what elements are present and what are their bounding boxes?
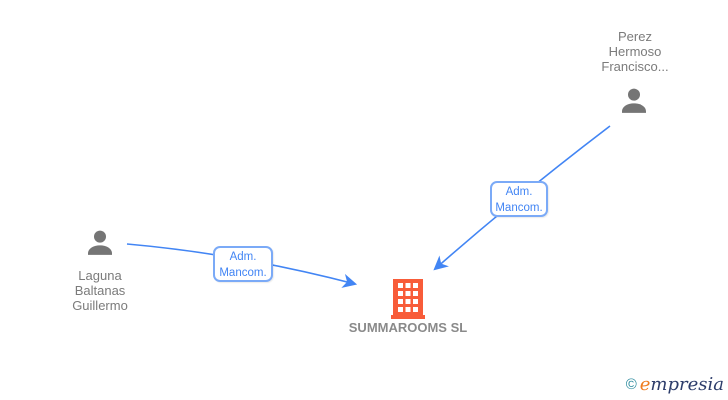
- node-person-perez[interactable]: [618, 86, 650, 123]
- person-icon[interactable]: [618, 86, 650, 123]
- person-icon[interactable]: [84, 228, 116, 265]
- edge-label-adm-mancom-right[interactable]: Adm. Mancom.: [490, 181, 548, 217]
- empresia-logo[interactable]: ©empresia: [626, 374, 724, 395]
- node-person-laguna[interactable]: [84, 228, 116, 265]
- node-label-laguna: Laguna Baltanas Guillermo: [72, 268, 128, 313]
- node-label-summarooms: SUMMAROOMS SL: [348, 320, 468, 335]
- empresia-logo-initial: e: [639, 374, 651, 395]
- copyright-icon: ©: [625, 376, 637, 393]
- node-label-perez: Perez Hermoso Francisco...: [601, 29, 669, 74]
- empresia-logo-text: mpresia: [650, 374, 724, 395]
- node-company-summarooms[interactable]: [390, 279, 426, 324]
- edge-label-adm-mancom-left[interactable]: Adm. Mancom.: [213, 246, 273, 282]
- building-icon[interactable]: [390, 279, 426, 324]
